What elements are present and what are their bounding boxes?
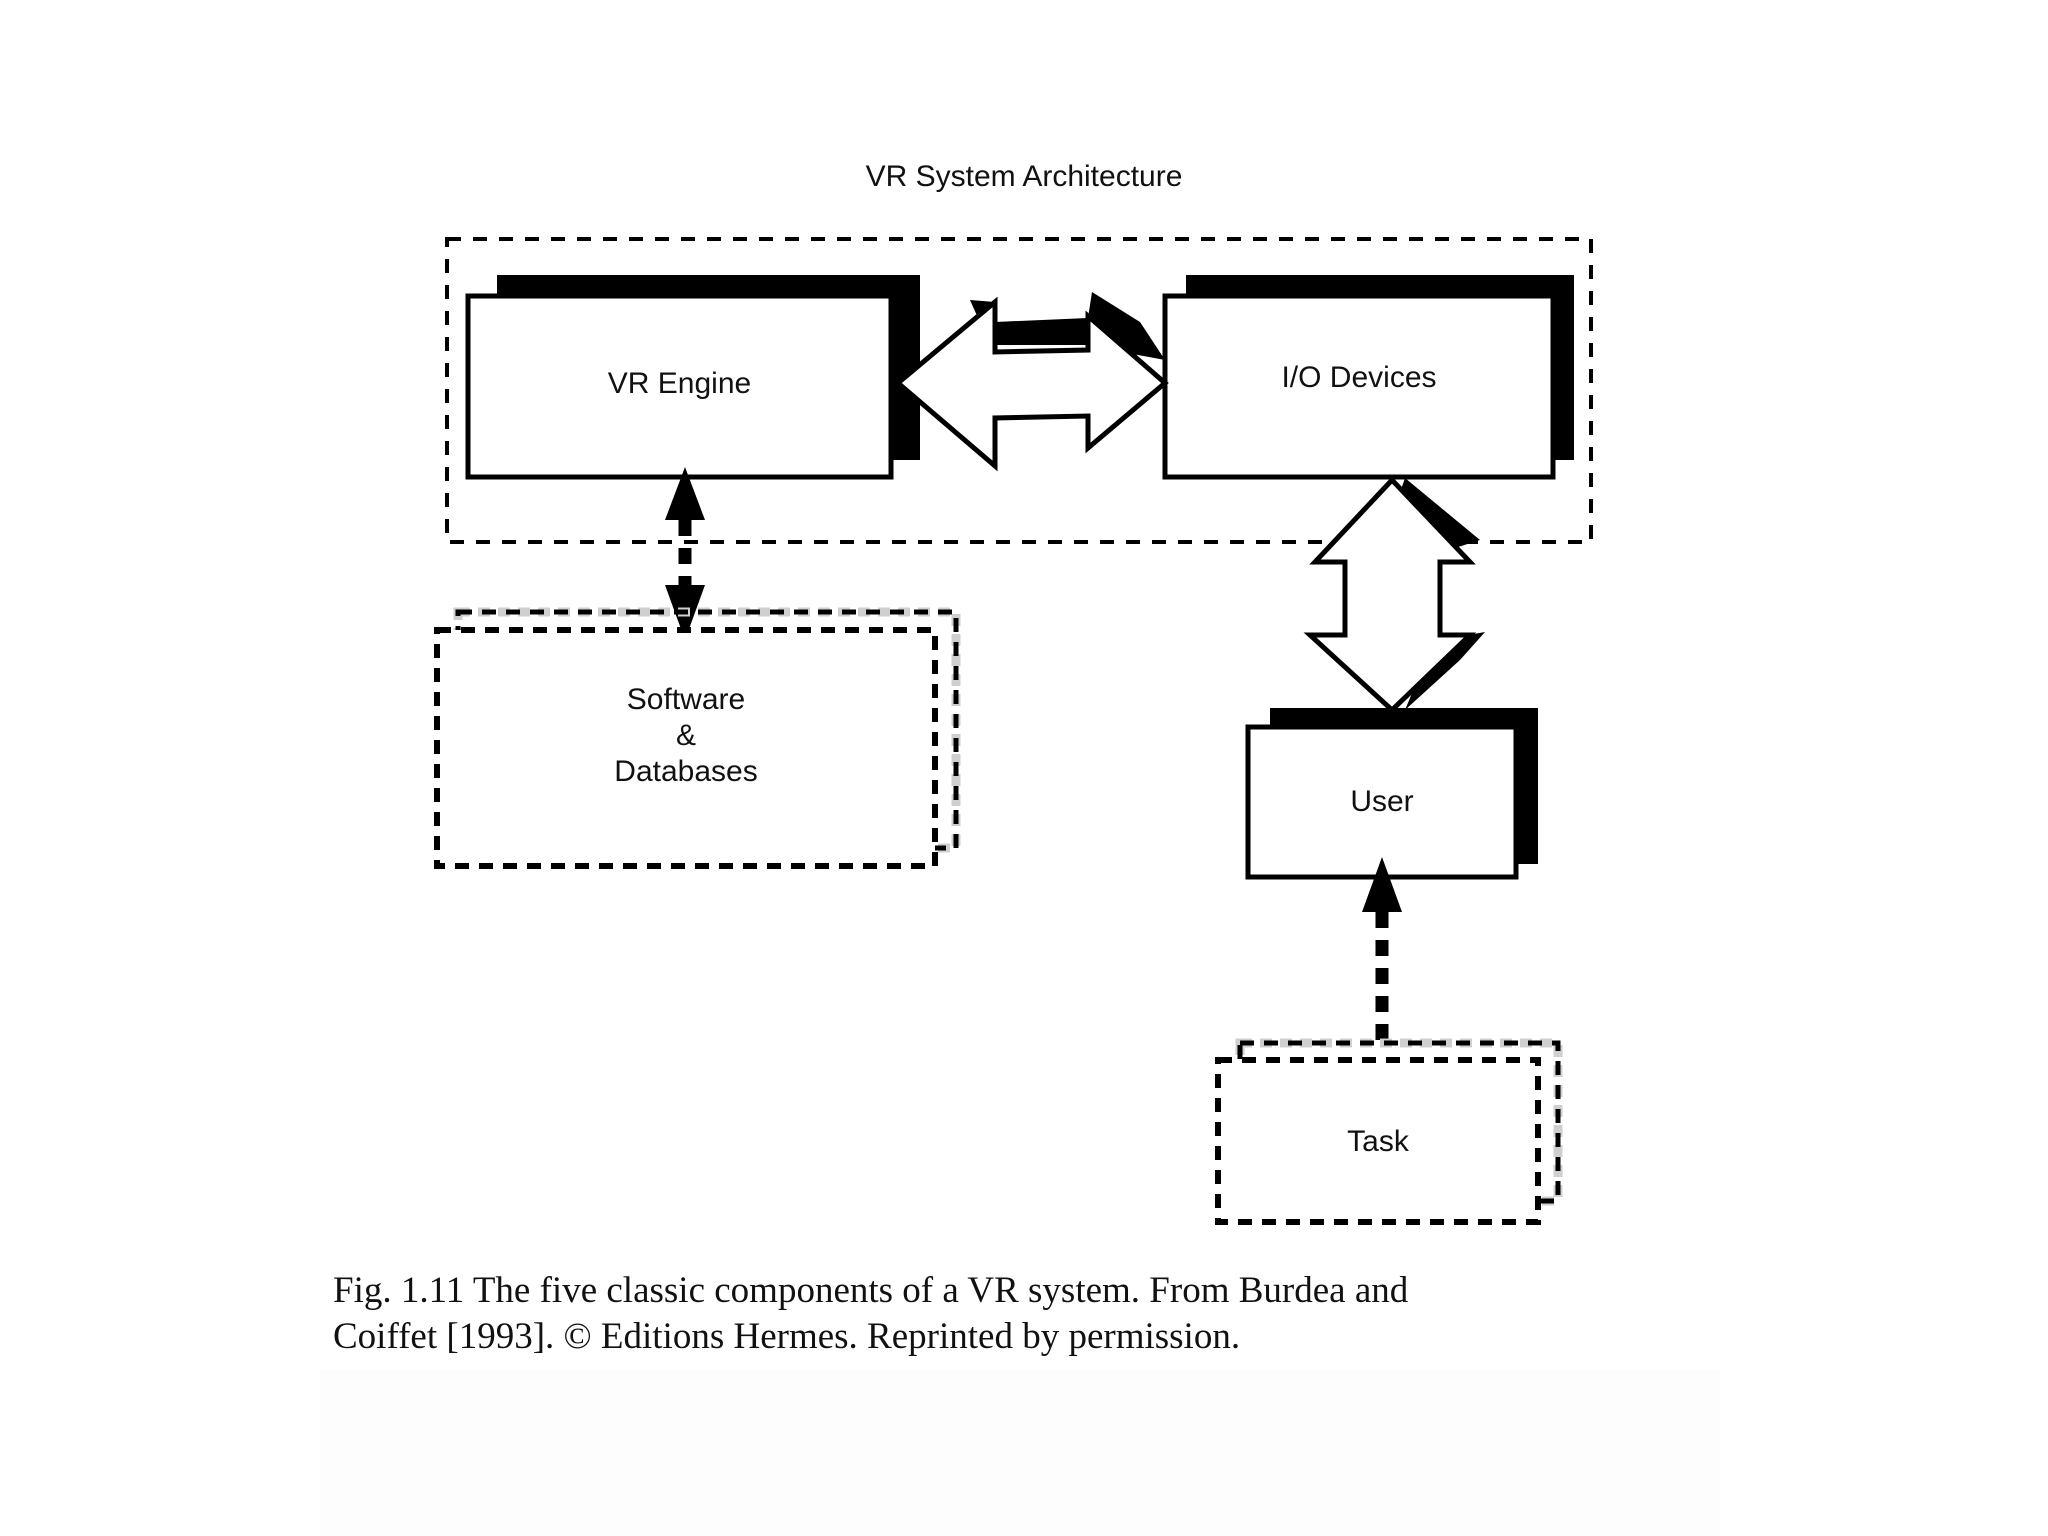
vr-engine-label: VR Engine bbox=[607, 367, 752, 400]
user-box bbox=[1245, 708, 1538, 880]
vr-system-frame bbox=[445, 237, 1593, 544]
user-label: User bbox=[1350, 785, 1414, 818]
io-user-double-arrow bbox=[1303, 476, 1485, 714]
software-databases-label: Software & Databases bbox=[437, 682, 935, 790]
caption-line-2: Coiffet [1993]. © Editions Hermes. Repri… bbox=[333, 1316, 1241, 1357]
task-user-dotted-arrow bbox=[1362, 857, 1402, 1040]
software-label-line: Software bbox=[626, 683, 746, 716]
databases-label-line: Databases bbox=[614, 755, 758, 788]
engine-io-double-arrow bbox=[894, 292, 1169, 472]
io-devices-label: I/O Devices bbox=[1281, 361, 1437, 394]
diagram-title: VR System Architecture bbox=[865, 160, 1183, 193]
ampersand-label-line: & bbox=[675, 719, 696, 752]
task-box bbox=[1215, 1038, 1563, 1225]
io-devices-box bbox=[1162, 275, 1574, 480]
figure-caption: Fig. 1.11 The five classic components of… bbox=[333, 1268, 1723, 1360]
software-databases-box bbox=[434, 607, 961, 869]
lower-page-area bbox=[320, 1370, 1720, 1536]
vr-engine-box bbox=[465, 275, 920, 480]
caption-line-1: Fig. 1.11 The five classic components of… bbox=[333, 1270, 1409, 1311]
task-label: Task bbox=[1347, 1125, 1409, 1158]
